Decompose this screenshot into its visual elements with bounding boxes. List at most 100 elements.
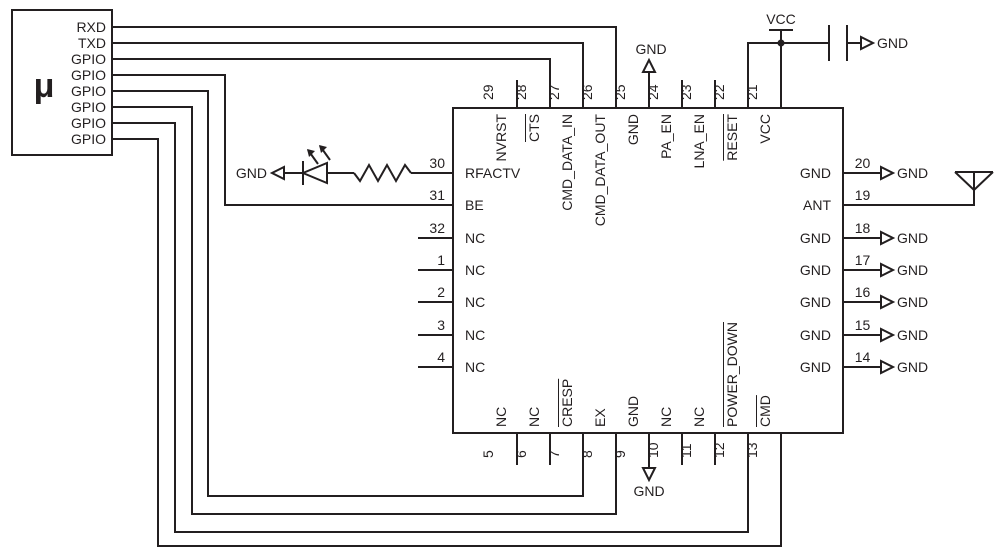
micro-label: μ [33, 67, 55, 105]
pin-number-32: 32 [429, 220, 445, 236]
pin-number-24: 24 [645, 84, 661, 100]
microcontroller-box [11, 9, 113, 156]
gnd-net-label: GND [897, 165, 929, 181]
gnd-arrow-icon [880, 262, 896, 278]
micro-pin-gpio: GPIO [70, 83, 106, 99]
pin-number-17: 17 [854, 252, 871, 268]
antenna-icon [954, 171, 994, 192]
gnd-arrow-icon [269, 165, 285, 181]
pin-label-lna-en: LNA_EN [691, 114, 707, 169]
pin-number-26: 26 [579, 84, 595, 100]
wire-pin22-reset [747, 42, 781, 108]
micro-pin-gpio: GPIO [70, 99, 106, 115]
micro-pin-gpio: GPIO [70, 131, 106, 147]
gnd-net-label: GND [897, 262, 929, 278]
wire-gpio-to-pin28 [112, 58, 551, 108]
pin-number-23: 23 [678, 84, 694, 100]
pin-label-power-down: POWER_DOWN [724, 322, 740, 427]
pin-label-nc: NC [465, 327, 486, 343]
pin-number-15: 15 [854, 317, 871, 333]
pin-number-30: 30 [429, 155, 445, 171]
pin-number-16: 16 [854, 284, 871, 300]
gnd-net-label: GND [633, 483, 665, 499]
micro-pin-rxd: RXD [76, 19, 106, 35]
pin-label-reset: RESET [724, 114, 740, 161]
micro-pin-gpio: GPIO [70, 115, 106, 131]
pin-number-27: 27 [546, 84, 562, 100]
pin-label-gnd: GND [799, 359, 831, 375]
pin-number-2: 2 [437, 284, 445, 300]
pin-number-1: 1 [437, 252, 445, 268]
gnd-net-label: GND [877, 35, 909, 51]
pin-label-ex: EX [592, 408, 608, 427]
micro-pin-gpio: GPIO [70, 51, 106, 67]
pin-label-gnd: GND [799, 262, 831, 278]
pin-number-18: 18 [854, 220, 871, 236]
pin-label-nc: NC [465, 294, 486, 310]
gnd-arrow-icon [880, 165, 896, 181]
pin-label-be: BE [465, 197, 484, 213]
capacitor-icon [828, 25, 848, 61]
pin-label-nc: NC [465, 262, 486, 278]
pin-number-19: 19 [854, 187, 871, 203]
pin-number-28: 28 [513, 84, 529, 100]
pin-label-nc: NC [526, 406, 542, 427]
pin-label-ant: ANT [803, 197, 831, 213]
pin-label-cmd-data-out: CMD_DATA_OUT [592, 114, 608, 227]
gnd-arrow-icon [880, 230, 896, 246]
wire-gpio-to-pin8 [112, 106, 617, 515]
resistor-icon [353, 162, 412, 184]
pin-number-29: 29 [480, 84, 496, 100]
wire-gpio-to-pin7 [112, 90, 584, 497]
led-light-ray-head [319, 145, 327, 153]
pin-label-nc: NC [465, 359, 486, 375]
wire-rxd-to-pin26 [112, 26, 617, 108]
pin-label-cmd-data-in: CMD_DATA_IN [559, 114, 575, 211]
pin-number-25: 25 [612, 84, 628, 100]
gnd-arrow-icon [880, 359, 896, 375]
micro-pin-txd: TXD [78, 35, 106, 51]
gnd-arrow-icon [641, 57, 657, 73]
wire-ant [843, 172, 975, 206]
gnd-arrow-icon [641, 467, 657, 483]
pin-label-gnd: GND [799, 230, 831, 246]
gnd-arrow-icon [860, 35, 876, 51]
pin-number-20: 20 [854, 155, 871, 171]
pin-label-cmd: CMD [757, 395, 773, 427]
pin-label-nc: NC [493, 406, 509, 427]
pin-label-pa-en: PA_EN [658, 114, 674, 159]
pin-number-4: 4 [437, 349, 445, 365]
gnd-arrow-icon [880, 327, 896, 343]
pin-label-gnd: GND [799, 327, 831, 343]
wire-gpio-to-pin13 [112, 138, 782, 547]
wire-txd-to-pin27 [112, 42, 584, 108]
pin-label-nc: NC [465, 230, 486, 246]
pin-label-gnd: GND [625, 395, 641, 427]
micro-pin-gpio: GPIO [70, 67, 106, 83]
led-light-ray-head [307, 149, 315, 157]
gnd-net-label: GND [897, 294, 929, 310]
vcc-net-label: VCC [766, 11, 796, 27]
pin-label-gnd: GND [799, 294, 831, 310]
gnd-arrow-icon [880, 294, 896, 310]
pin-label-gnd: GND [625, 114, 641, 146]
pin-number-3: 3 [437, 317, 445, 333]
pin-label-rfactv: RFACTV [465, 165, 521, 181]
gnd-net-label: GND [235, 165, 267, 181]
gnd-net-label: GND [897, 230, 929, 246]
gnd-net-label: GND [897, 327, 929, 343]
pin-label-cresp: CRESP [559, 378, 575, 427]
pin-number-22: 22 [711, 84, 727, 100]
pin-label-gnd: GND [799, 165, 831, 181]
pin-number-31: 31 [429, 187, 445, 203]
gnd-net-label: GND [635, 41, 667, 57]
led-icon [300, 161, 328, 185]
pin-number-21: 21 [744, 84, 760, 100]
pin-label-nc: NC [691, 406, 707, 427]
wire-gpio-to-pin12 [112, 122, 749, 533]
pin-number-14: 14 [854, 349, 871, 365]
gnd-net-label: GND [897, 359, 929, 375]
wire-gpio-to-pin31 [112, 74, 453, 206]
